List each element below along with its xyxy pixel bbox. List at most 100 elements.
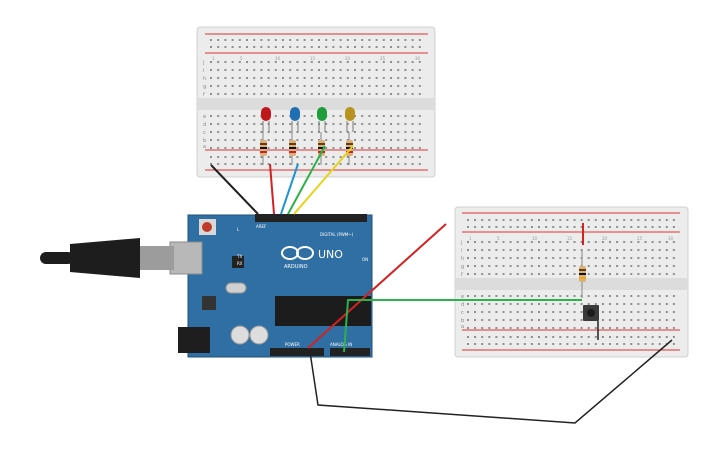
breadboard-hole bbox=[296, 131, 299, 133]
breadboard-hole bbox=[246, 139, 248, 141]
breadboard-hole bbox=[382, 69, 385, 71]
breadboard-hole bbox=[282, 46, 284, 48]
breadboard-hole bbox=[282, 69, 284, 71]
breadboard-hole bbox=[530, 319, 533, 321]
breadboard-hole bbox=[361, 131, 364, 133]
breadboard-hole bbox=[418, 115, 421, 117]
led-red[interactable] bbox=[261, 107, 271, 132]
resistor-2[interactable] bbox=[289, 132, 296, 165]
breadboard-hole bbox=[658, 265, 661, 267]
breadboard-hole bbox=[637, 327, 640, 329]
breadboard-hole bbox=[637, 219, 640, 221]
resistor-1[interactable] bbox=[260, 132, 267, 165]
wire-yellow-led[interactable] bbox=[293, 145, 354, 215]
breadboard-hole bbox=[325, 69, 328, 71]
column-number: 20 bbox=[345, 56, 351, 61]
power-jack[interactable] bbox=[178, 327, 210, 353]
breadboard-hole bbox=[637, 249, 640, 251]
breadboard-hole bbox=[509, 311, 512, 313]
breadboard-hole bbox=[332, 131, 335, 133]
wire-button-signal[interactable] bbox=[343, 299, 582, 353]
capacitor-1 bbox=[230, 325, 250, 345]
breadboard-hole bbox=[538, 249, 540, 251]
breadboard-hole bbox=[289, 123, 292, 125]
breadboard-hole bbox=[260, 93, 263, 95]
breadboard-right[interactable]: j i h g f e d c b a 1 5 10 15 20 25 30 bbox=[454, 206, 689, 358]
breadboard-hole bbox=[616, 303, 619, 305]
breadboard-hole bbox=[217, 85, 220, 87]
breadboard-hole bbox=[404, 147, 407, 149]
breadboard-hole bbox=[509, 219, 512, 221]
arduino-uno-board[interactable]: ARDUINO UNO DIGITAL (PWM~) ANALOG IN POW… bbox=[169, 214, 373, 358]
pushbutton[interactable] bbox=[583, 305, 599, 321]
breadboard-hole bbox=[346, 139, 349, 141]
analog-header[interactable] bbox=[330, 348, 370, 356]
breadboard-hole bbox=[217, 69, 220, 71]
led-green[interactable] bbox=[317, 107, 327, 132]
resistor-pulldown[interactable] bbox=[579, 250, 586, 298]
breadboard-hole bbox=[467, 219, 469, 221]
breadboard-hole bbox=[538, 303, 540, 305]
breadboard-hole bbox=[545, 303, 548, 305]
breadboard-hole bbox=[495, 273, 498, 275]
breadboard-hole bbox=[231, 93, 234, 95]
breadboard-hole bbox=[580, 343, 583, 345]
breadboard-hole bbox=[210, 123, 212, 125]
breadboard-hole bbox=[339, 77, 342, 79]
breadboard-hole bbox=[375, 139, 378, 141]
breadboard-top[interactable]: j i h g f e d c b a 1 5 10 15 20 25 30 bbox=[196, 26, 436, 178]
breadboard-hole bbox=[651, 249, 654, 251]
breadboard-hole bbox=[282, 93, 284, 95]
breadboard-hole bbox=[573, 219, 576, 221]
breadboard-hole bbox=[658, 336, 661, 338]
breadboard-hole bbox=[361, 93, 364, 95]
wire-ground-return[interactable] bbox=[309, 339, 673, 424]
usb-cable[interactable] bbox=[40, 238, 174, 278]
breadboard-hole bbox=[488, 226, 491, 228]
breadboard-hole bbox=[231, 46, 234, 48]
breadboard-hole bbox=[665, 219, 668, 221]
led-blue[interactable] bbox=[290, 107, 300, 132]
breadboard-hole bbox=[404, 39, 407, 41]
breadboard-hole bbox=[238, 39, 241, 41]
breadboard-hole bbox=[467, 265, 469, 267]
wire-blue-led[interactable] bbox=[280, 163, 299, 215]
breadboard-hole bbox=[418, 77, 421, 79]
breadboard-hole bbox=[495, 336, 498, 338]
breadboard-hole bbox=[296, 93, 299, 95]
breadboard-hole bbox=[390, 77, 392, 79]
breadboard-hole bbox=[224, 85, 227, 87]
breadboard-hole bbox=[397, 163, 400, 165]
breadboard-hole bbox=[573, 257, 576, 259]
breadboard-hole bbox=[404, 131, 407, 133]
breadboard-hole bbox=[238, 69, 241, 71]
digital-header[interactable] bbox=[255, 214, 367, 222]
breadboard-hole bbox=[253, 163, 256, 165]
breadboard-hole bbox=[616, 295, 619, 297]
column-number: 25 bbox=[380, 56, 386, 61]
column-number: 25 bbox=[637, 236, 643, 241]
breadboard-hole bbox=[609, 336, 611, 338]
wire-5v[interactable] bbox=[307, 223, 447, 349]
breadboard-hole bbox=[260, 77, 263, 79]
breadboard-hole bbox=[368, 131, 371, 133]
led-yellow[interactable] bbox=[345, 107, 355, 132]
usb-port[interactable] bbox=[169, 241, 203, 275]
breadboard-hole bbox=[246, 69, 248, 71]
breadboard-hole bbox=[545, 343, 548, 345]
breadboard-hole bbox=[361, 61, 364, 63]
breadboard-hole bbox=[573, 241, 576, 243]
wire-gnd[interactable] bbox=[210, 164, 259, 215]
breadboard-hole bbox=[530, 327, 533, 329]
breadboard-hole bbox=[530, 303, 533, 305]
column-number: 5 bbox=[497, 236, 500, 241]
capacitor-2 bbox=[249, 325, 269, 345]
breadboard-hole bbox=[368, 39, 371, 41]
wire-red-led[interactable] bbox=[269, 163, 275, 215]
wire-green-led[interactable] bbox=[287, 145, 326, 215]
breadboard-hole bbox=[559, 249, 562, 251]
breadboard-hole bbox=[552, 343, 555, 345]
breadboard-hole bbox=[375, 131, 378, 133]
breadboard-hole bbox=[325, 61, 328, 63]
power-header[interactable] bbox=[270, 348, 324, 356]
